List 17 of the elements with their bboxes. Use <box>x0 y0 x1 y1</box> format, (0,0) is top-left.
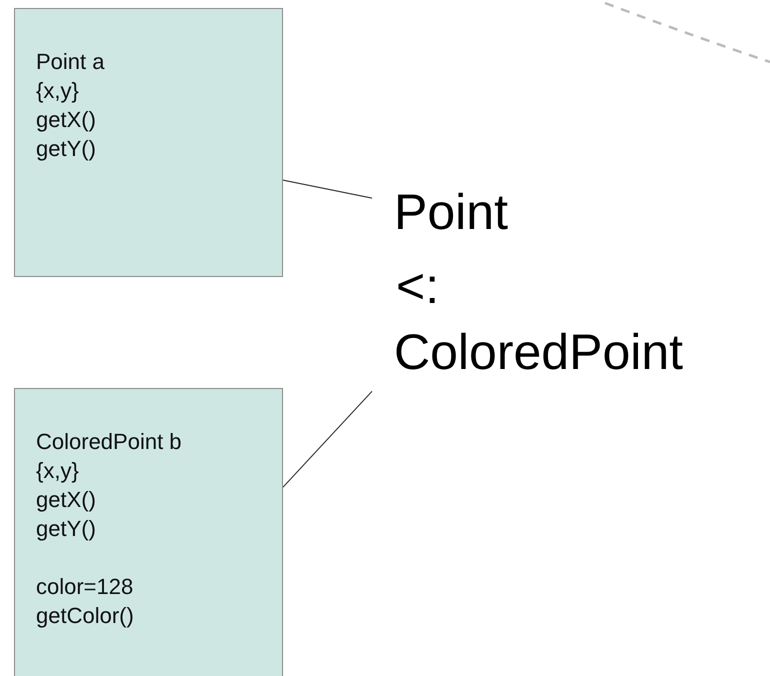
member-text: Point a <box>36 48 106 76</box>
member-text: getColor() <box>36 602 135 630</box>
member-text: getX() <box>36 486 97 514</box>
member-text: color=128 <box>36 573 134 601</box>
connector-line <box>282 390 372 488</box>
member-text: {x,y} <box>36 457 80 485</box>
type-name: Point <box>372 182 572 244</box>
member-text: getY() <box>36 515 97 543</box>
member-text: getX() <box>36 106 97 134</box>
member-text: getY() <box>36 135 97 163</box>
member-text: {x,y} <box>36 77 80 105</box>
connector-line <box>282 180 372 199</box>
subtype-symbol: <: <box>396 257 440 316</box>
member-text: ColoredPoint b <box>36 428 183 456</box>
object-box <box>14 388 283 676</box>
type-name: ColoredPoint <box>372 322 752 392</box>
object-box <box>14 8 283 277</box>
